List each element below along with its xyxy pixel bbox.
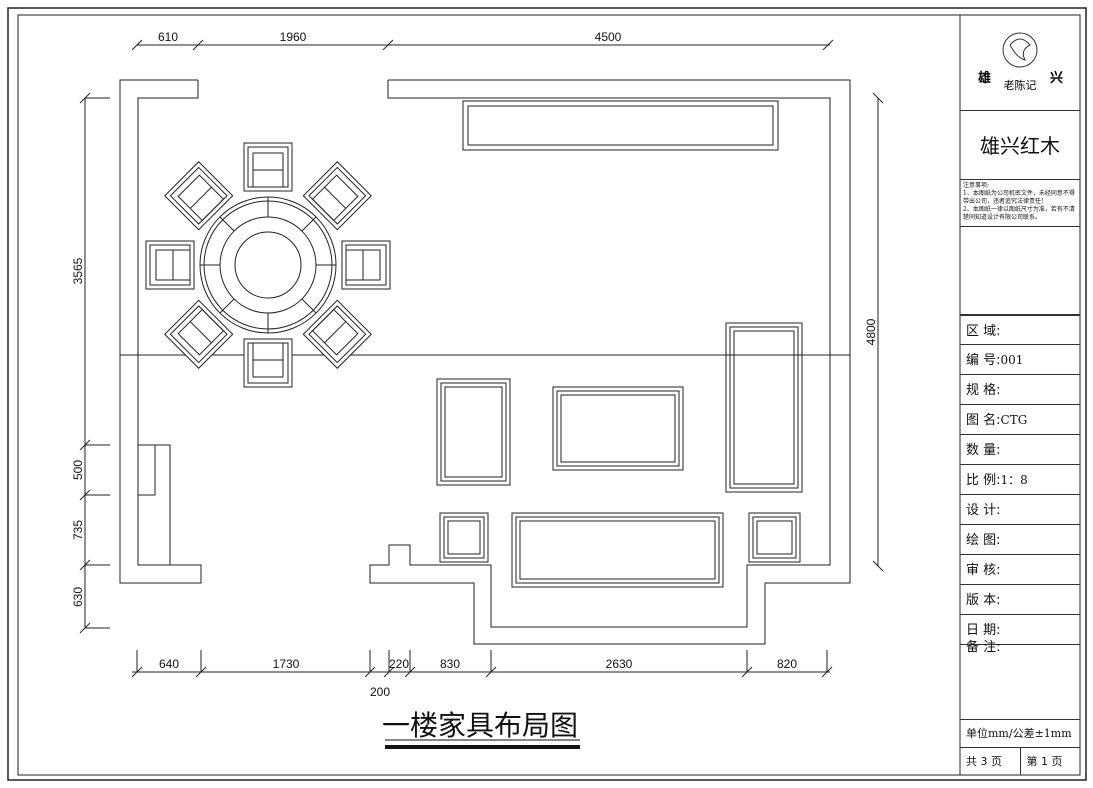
remarks: 备 注: xyxy=(960,636,1080,720)
field-row: 区 域: xyxy=(960,315,1080,345)
dim-bottom-4: 2630 xyxy=(606,657,633,671)
sofa xyxy=(511,512,724,588)
field-label: 图 名: xyxy=(966,413,1001,428)
notes-1: 1、本图纸为公司机密文件，未经同意不得带出公司，违者追究法律责任！ xyxy=(963,190,1075,205)
tv-cabinet xyxy=(462,100,779,151)
logo: 雄 兴 老陈记 xyxy=(977,32,1063,92)
dim-bottom-0: 640 xyxy=(159,657,179,671)
dimension-labels: 610 1960 4500 3565 500 735 630 4800 640 … xyxy=(71,30,878,699)
logo-side-right: 兴 xyxy=(1050,70,1063,86)
dimension-lines xyxy=(79,39,884,678)
logo-text: 老陈记 xyxy=(1004,78,1037,92)
field-row: 数 量: xyxy=(960,435,1080,465)
inner-frame xyxy=(17,14,1081,776)
round-dining-table xyxy=(199,196,337,334)
side-cabinet xyxy=(138,444,171,565)
dining-chair xyxy=(302,161,372,231)
field-label: 日 期: xyxy=(966,623,1001,638)
dim-top-0: 610 xyxy=(158,30,178,44)
field-label: 版 本: xyxy=(966,593,1001,608)
sofa xyxy=(748,512,801,563)
field-label: 审 核: xyxy=(966,563,1001,578)
dim-left-3: 630 xyxy=(71,587,85,607)
field-value: 001 xyxy=(1000,353,1024,367)
field-row: 版 本: xyxy=(960,585,1080,615)
dim-bottom-1: 1730 xyxy=(273,657,300,671)
field-label: 设 计: xyxy=(966,503,1001,518)
blank-cell xyxy=(960,227,1080,315)
field-label: 规 格: xyxy=(966,383,1001,398)
notes-2: 2、本图纸一律以图纸尺寸为准，若有不清楚同知道设计有限公司联系。 xyxy=(963,206,1075,221)
logo-side-left: 雄 xyxy=(977,70,991,86)
notes: 注意事项: 1、本图纸为公司机密文件，未经同意不得带出公司，违者追究法律责任！ … xyxy=(960,180,1080,227)
sofa-set xyxy=(436,322,803,588)
dining-chairs xyxy=(145,142,391,388)
sofa xyxy=(725,322,803,493)
walls xyxy=(119,79,851,645)
dining-chair xyxy=(164,161,234,231)
units-note: 单位mm/公差±1mm xyxy=(960,720,1080,748)
dim-top-2: 4500 xyxy=(595,30,622,44)
field-value: 1：8 xyxy=(1000,473,1028,487)
field-label: 编 号: xyxy=(966,353,1001,368)
field-row: 审 核: xyxy=(960,555,1080,585)
dining-chair xyxy=(341,240,391,290)
sofa xyxy=(439,512,489,563)
dim-left-1: 500 xyxy=(71,460,85,480)
company-name: 雄兴红木 xyxy=(960,110,1080,180)
dim-top-1: 1960 xyxy=(280,30,307,44)
field-label: 绘 图: xyxy=(966,533,1001,548)
drawing-title: 一楼家具布局图 xyxy=(382,709,578,742)
sofa xyxy=(436,378,511,486)
current-page: 第 1 页 xyxy=(1026,755,1063,768)
dim-bottom-5: 820 xyxy=(777,657,797,671)
dim-bottom-extra: 200 xyxy=(370,685,390,699)
field-row: 比 例:1：8 xyxy=(960,465,1080,495)
field-label: 比 例: xyxy=(966,473,1001,488)
dining-chair xyxy=(145,240,195,290)
field-row: 设 计: xyxy=(960,495,1080,525)
dim-left-0: 3565 xyxy=(71,257,85,284)
field-row: 规 格: xyxy=(960,375,1080,405)
field-row: 日 期: xyxy=(960,615,1080,645)
dim-left-2: 735 xyxy=(71,520,85,540)
dim-bottom-2: 220 xyxy=(389,657,409,671)
dining-chair xyxy=(243,142,293,192)
field-row: 绘 图: xyxy=(960,525,1080,555)
dining-chair xyxy=(243,338,293,388)
dining-chair xyxy=(164,299,234,369)
outer-border xyxy=(7,7,1087,781)
field-value: CTG xyxy=(1000,413,1028,427)
dining-chair xyxy=(302,299,372,369)
notes-title: 注意事项: xyxy=(963,182,990,189)
phoenix-logo-icon xyxy=(1002,32,1038,68)
title-underline xyxy=(385,745,580,749)
page-info: 共 3 页 第 1 页 xyxy=(960,748,1080,775)
dim-right-0: 4800 xyxy=(864,318,878,345)
dim-bottom-3: 830 xyxy=(440,657,460,671)
sofa xyxy=(552,386,684,471)
field-label: 数 量: xyxy=(966,443,1001,458)
field-row: 图 名:CTG xyxy=(960,405,1080,435)
title-block-fields: 区 域: 编 号:001 规 格: 图 名:CTG 数 量: 比 例:1：8 设 计: 绘 图… xyxy=(960,315,1080,645)
field-row: 编 号:001 xyxy=(960,345,1080,375)
total-pages: 共 3 页 xyxy=(960,748,1021,775)
field-label: 区 域: xyxy=(966,324,1001,339)
